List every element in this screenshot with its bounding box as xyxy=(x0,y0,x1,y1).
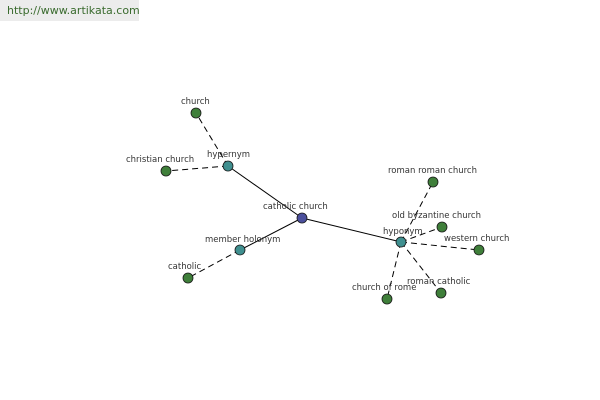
label-roman-roman-church[interactable]: roman roman church xyxy=(388,166,477,176)
label-catholic[interactable]: catholic xyxy=(168,262,202,272)
node-roman-roman-church[interactable] xyxy=(427,176,439,188)
edge-hypernym-christian-church xyxy=(165,165,229,172)
edge-hypernym-church xyxy=(195,112,229,167)
label-hyponym[interactable]: hyponym xyxy=(383,227,423,237)
label-church[interactable]: church xyxy=(181,97,210,107)
edge-hyponym-roman-catholic xyxy=(400,241,442,294)
node-hyponym[interactable] xyxy=(395,236,407,248)
node-western-church[interactable] xyxy=(473,244,485,256)
node-christian-church[interactable] xyxy=(160,165,172,177)
label-church-of-rome[interactable]: church of rome xyxy=(352,283,416,293)
label-roman-catholic[interactable]: roman catholic xyxy=(407,277,471,287)
label-member-holonym[interactable]: member holonym xyxy=(205,235,280,245)
edge-catholic-church-hyponym xyxy=(301,217,402,243)
node-roman-catholic[interactable] xyxy=(435,287,447,299)
url-text[interactable]: http://www.artikata.com xyxy=(0,0,140,21)
edge-hyponym-roman-roman-church xyxy=(400,181,434,243)
node-member-holonym[interactable] xyxy=(234,244,246,256)
node-catholic[interactable] xyxy=(182,272,194,284)
label-western-church[interactable]: western church xyxy=(444,234,509,244)
label-christian-church[interactable]: christian church xyxy=(126,155,194,165)
node-church-of-rome[interactable] xyxy=(381,293,393,305)
node-old-byzantine-church[interactable] xyxy=(436,221,448,233)
node-catholic-church[interactable] xyxy=(296,212,308,224)
graph-edges xyxy=(165,112,480,300)
graph-labels: catholic church hypernym member holonym hyp… xyxy=(126,97,509,293)
node-church[interactable] xyxy=(190,107,202,119)
label-old-byzantine-church[interactable]: old byzantine church xyxy=(392,211,481,221)
edge-catholic-church-hypernym xyxy=(227,165,303,219)
label-hypernym[interactable]: hypernym xyxy=(207,150,250,160)
edge-hyponym-western-church xyxy=(400,241,480,251)
label-catholic-church[interactable]: catholic church xyxy=(263,202,328,212)
edge-hyponym-old-byzantine-church xyxy=(400,226,443,243)
node-hypernym[interactable] xyxy=(222,160,234,172)
edge-catholic-church-member-holonym xyxy=(239,217,303,251)
graph-nodes xyxy=(160,107,485,305)
